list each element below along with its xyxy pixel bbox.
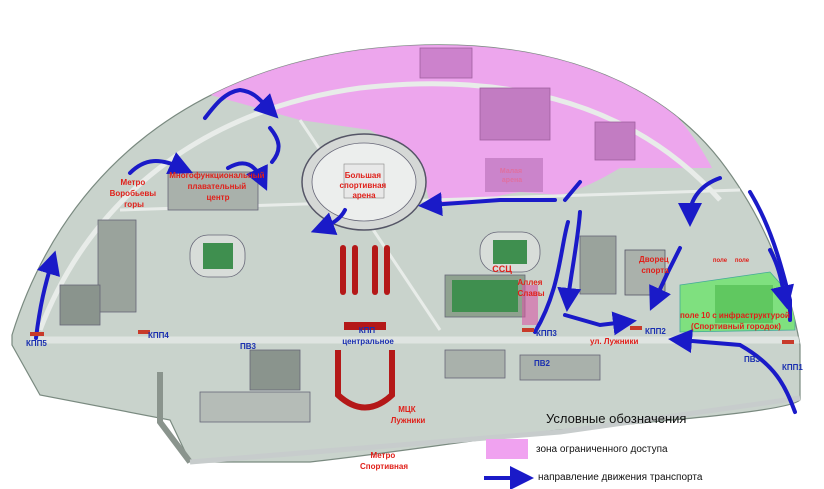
route-arrow [226,161,268,191]
field-10-pitch [715,285,773,323]
central-gate [344,322,386,330]
label-big-arena: Большая спортивная арена [340,171,389,200]
restricted-zone [200,44,712,205]
route-arrow [128,152,193,175]
label-palace-of-sport: Дворец спорта [639,255,671,275]
small-arena [485,158,543,192]
label-metro-sportivnaya: Метро Спортивная [360,451,408,471]
label-pv2: ПВ2 [534,359,551,368]
label-metro-vorobyovy: Метро Воробьевы горы [110,178,159,209]
label-kpp3: КПП3 [536,329,557,338]
building-block [479,87,551,141]
building-block [97,219,137,313]
embankment [189,395,801,465]
label-ul-luzhniki: ул. Лужники [590,337,638,346]
building-block [519,354,601,381]
route-arrow [563,180,582,202]
label-multifunctional: Многофункциональный плавательный центр [169,171,267,202]
training-field-grass [493,240,527,264]
route-arrow [678,176,722,227]
building-block [249,349,301,391]
building-block [444,349,506,379]
route-arrow [649,246,682,311]
label-kpp5: КПП5 [26,339,47,348]
legend-title: Условные обозначения [546,411,687,426]
label-kpp-central: КПП центральное [342,326,394,346]
building-block [167,171,259,211]
label-field-10: поле 10 с инфраструктурой (Спортивный го… [680,311,792,331]
route-arrow [268,126,281,164]
building-block [419,47,473,79]
legend-restricted-swatch [486,439,528,459]
label-kpp1: КПП1 [782,363,803,372]
building-block [199,391,311,423]
label-ssts: ССЦ [492,264,512,274]
label-field-small-2: поле [735,258,750,264]
legend-transport-label: направление движения транспорта [538,472,703,483]
route-arrow [34,250,60,340]
label-kpp4: КПП4 [148,331,169,340]
legend-restricted: зона ограниченного доступа [486,439,668,459]
route-arrow [203,87,279,120]
route-arrow [533,220,570,334]
alley-of-glory [522,285,538,325]
training-field-grass [452,280,518,312]
label-kpp2: КПП2 [645,327,666,336]
label-small-arena: Малая арена [500,168,524,184]
big-arena-pitch [343,163,385,199]
label-alley-of-glory: Аллея Славы [517,278,544,298]
label-pv3-left: ПВ3 [240,342,257,351]
label-field-small-1: поле [713,258,728,264]
route-arrow [557,210,582,312]
legend-transport: направление движения транспорта [538,472,702,483]
route-arrow [668,329,797,414]
label-mtsk: МЦК Лужники [391,405,426,425]
training-field-grass [203,243,233,269]
tree-alley [340,245,390,295]
railway [157,372,193,464]
transport-routes [34,87,797,414]
route-arrow [563,311,637,336]
mtsk-station [335,350,395,411]
building-block [594,121,636,161]
route-arrow [310,208,347,236]
route-arrow [418,192,557,217]
route-arrow [768,248,794,310]
label-pv3-right: ПВ3 [744,355,761,364]
legend-restricted-label: зона ограниченного доступа [536,443,668,455]
checkpoint-markers [30,326,794,344]
building-block [579,235,617,295]
building-block [59,284,101,326]
